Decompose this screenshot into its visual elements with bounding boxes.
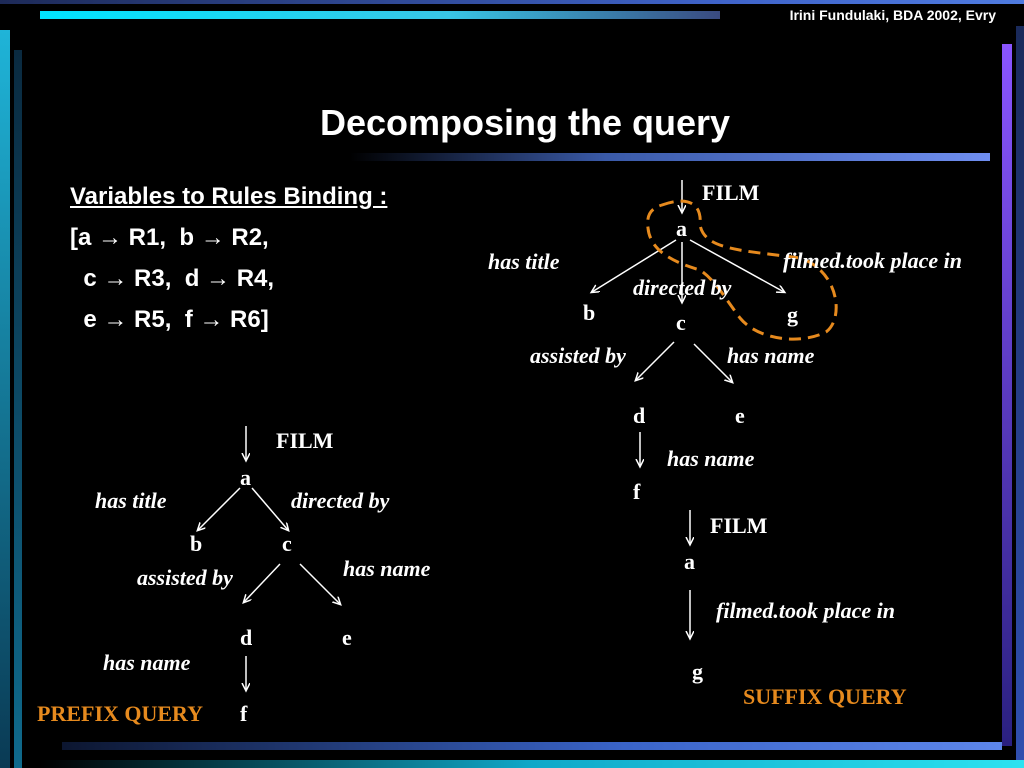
suffix-edge-label-filmed: filmed.took place in [716,598,896,623]
prefix-edge-label-has-name-df: has name [103,650,191,675]
full-edge-label-has-name-ce: has name [727,343,815,368]
title-underline-bar [350,153,990,161]
full-node-b: b [583,300,596,325]
top-thin-bar [0,0,1024,4]
top-gradient-bar [40,11,720,19]
full-node-a: a [676,216,687,241]
prefix-edge-a-b [198,487,241,530]
full-node-g: g [787,302,798,327]
suffix-node-a: a [684,549,695,574]
rules-block: Variables to Rules Binding : [a → R1, b … [70,176,387,340]
full-edge-label-has-name-df: has name [667,446,755,471]
slide-title: Decomposing the query [319,102,731,143]
rules-line-1: [a → R1, b → R2, [70,224,269,251]
full-edge-a-b [592,239,677,292]
prefix-node-f: f [240,701,248,726]
right-vertical-bar [1002,44,1012,746]
full-edge-label-filmed: filmed.took place in [783,248,963,273]
prefix-edge-label-has-title: has title [95,488,167,513]
full-edge-c-e [693,343,732,382]
full-edge-c-d [636,341,675,380]
full-node-d: d [633,403,646,428]
full-root-label: FILM [702,180,760,205]
full-node-e: e [735,403,745,428]
full-edge-label-has-title: has title [488,249,560,274]
prefix-edge-a-c [251,487,288,530]
full-node-f: f [633,479,641,504]
left-vertical-bar [0,30,10,768]
prefix-node-b: b [190,531,203,556]
prefix-edge-c-d [244,563,281,602]
full-edge-a-g [689,239,784,292]
author-credit: Irini Fundulaki, BDA 2002, Evry [789,7,996,23]
suffix-node-g: g [692,659,703,684]
rules-line-2: c → R3, d → R4, [70,265,275,292]
full-edge-label-directed-by: directed by [633,275,732,300]
full-node-c: c [676,310,686,335]
prefix-query-caption: PREFIX QUERY [37,701,204,726]
bottom-gradient-bar [62,742,1002,750]
prefix-node-c: c [282,531,292,556]
prefix-node-e: e [342,625,352,650]
right-vertical-bar-2 [1016,26,1024,768]
bottom-thin-bar [40,760,1024,768]
suffix-query-caption: SUFFIX QUERY [743,684,907,709]
prefix-node-a: a [240,465,251,490]
prefix-edge-label-directed-by: directed by [291,488,390,513]
prefix-edge-c-e [299,563,340,604]
suffix-highlight-outline [646,199,838,341]
rules-heading: Variables to Rules Binding : [70,183,388,210]
prefix-node-d: d [240,625,253,650]
prefix-edge-label-assisted-by: assisted by [137,565,233,590]
full-edge-label-assisted-by: assisted by [530,343,626,368]
prefix-root-label: FILM [276,428,334,453]
left-vertical-bar-2 [14,50,22,768]
prefix-edge-label-has-name-ce: has name [343,556,431,581]
suffix-root-label: FILM [710,513,768,538]
rules-line-3: e → R5, f → R6] [70,306,269,333]
